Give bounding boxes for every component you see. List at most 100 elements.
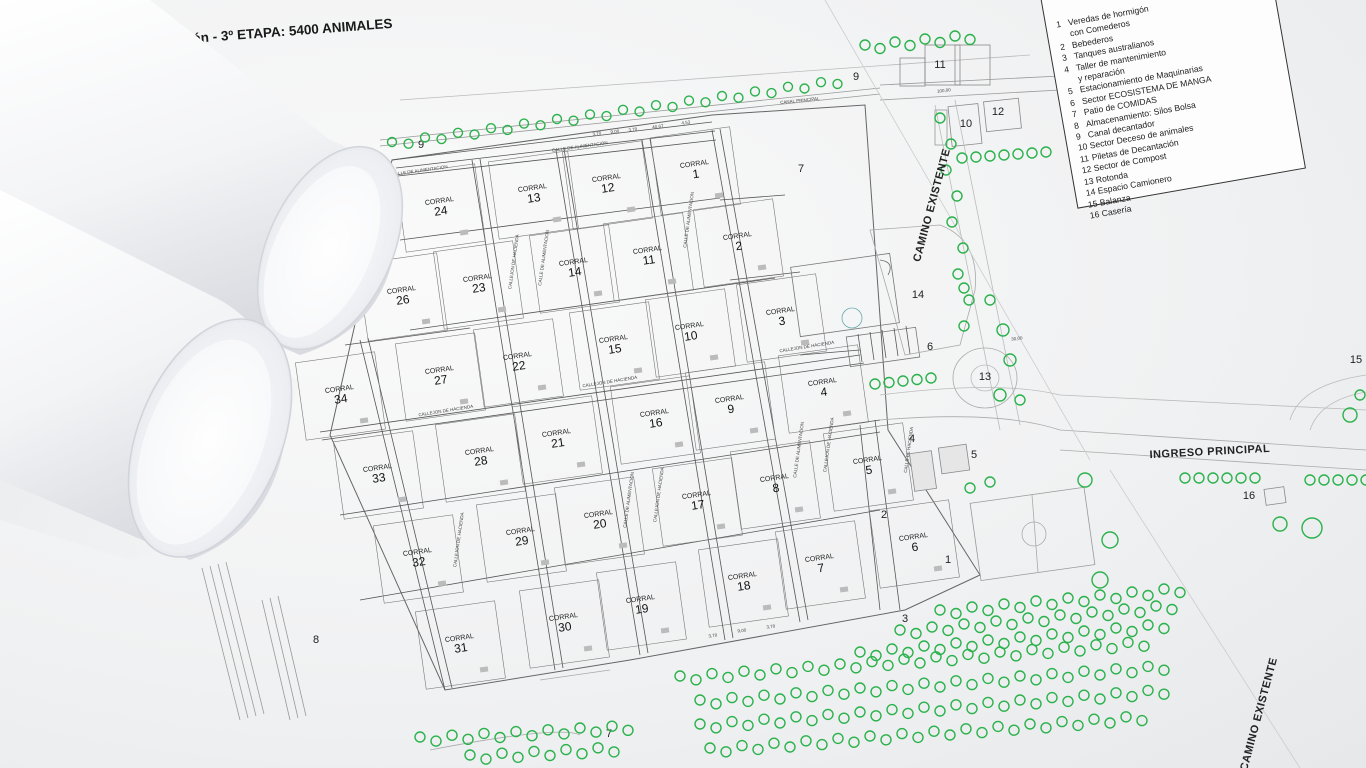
- map-reference-number: 2: [881, 509, 887, 521]
- tree-icon: [894, 624, 906, 636]
- tree-icon: [1346, 474, 1358, 486]
- tree-icon: [768, 737, 780, 749]
- tree-icon: [782, 81, 794, 93]
- tree-icon: [694, 694, 706, 706]
- tree-icon: [1110, 663, 1122, 675]
- tree-icon: [1030, 698, 1042, 710]
- tree-icon: [1158, 622, 1170, 635]
- tree-icon: [870, 649, 882, 662]
- tree-icon: [754, 669, 766, 681]
- corral-number: 19: [634, 601, 649, 617]
- tree-icon: [962, 648, 974, 661]
- tree-icon: [998, 149, 1010, 161]
- tree-icon: [978, 652, 990, 664]
- tree-icon: [526, 730, 538, 742]
- tree-icon: [1006, 618, 1018, 631]
- tree-icon: [1126, 625, 1138, 638]
- tree-icon: [902, 683, 914, 696]
- tree-icon: [622, 724, 634, 736]
- street-label: CALLEJON DE HACIENDA: [822, 417, 835, 472]
- tree-icon: [601, 110, 612, 122]
- tree-icon: [704, 742, 716, 754]
- corral-number: 20: [592, 516, 607, 532]
- tree-icon: [1090, 639, 1102, 651]
- map-reference-number: 10: [960, 118, 972, 130]
- corral-label: CORRAL: [626, 594, 656, 605]
- corral-number: 10: [683, 328, 698, 344]
- corral-number: 21: [550, 435, 565, 451]
- tree-icon: [822, 684, 834, 697]
- tree-icon: [1026, 643, 1038, 656]
- tree-icon: [1003, 353, 1017, 367]
- tree-icon: [926, 621, 938, 633]
- tree-icon: [914, 657, 926, 669]
- tree-icon: [608, 746, 620, 758]
- legend-item-number: [1059, 37, 1071, 39]
- corral-label: CORRAL: [715, 394, 745, 405]
- tree-icon: [904, 39, 916, 52]
- tree-icon: [832, 78, 843, 90]
- tree-icon: [928, 725, 940, 737]
- tree-icon: [478, 727, 490, 740]
- tree-icon: [1158, 688, 1170, 700]
- tree-icon: [1272, 516, 1288, 532]
- tree-icon: [738, 665, 750, 677]
- tree-icon: [1221, 472, 1233, 484]
- tree-icon: [883, 376, 895, 389]
- tree-icon: [430, 735, 442, 747]
- tree-icon: [918, 677, 930, 689]
- tree-icon: [1193, 472, 1205, 484]
- tree-icon: [950, 637, 962, 649]
- corral-number: 6: [911, 540, 920, 555]
- tree-icon: [854, 682, 866, 694]
- map-reference-number: 3: [902, 613, 908, 625]
- tree-icon: [576, 748, 588, 760]
- tree-icon: [870, 686, 882, 698]
- tree-icon: [683, 95, 695, 106]
- tree-icon: [1012, 148, 1024, 160]
- tree-icon: [963, 294, 975, 306]
- corral-number: 22: [511, 358, 526, 374]
- map-reference-number: 13: [979, 371, 991, 383]
- corral-number: 3: [778, 314, 787, 329]
- dimension-label: 3,70: [766, 624, 776, 630]
- tree-icon: [958, 320, 970, 332]
- tree-icon: [419, 132, 431, 143]
- corral-number: 33: [371, 470, 386, 486]
- tree-icon: [918, 701, 930, 713]
- tree-icon: [1088, 713, 1100, 725]
- tree-icon: [1074, 645, 1086, 657]
- dimension-label: 4,53: [681, 120, 691, 126]
- tree-icon: [822, 708, 834, 721]
- tree-icon: [838, 688, 850, 700]
- tree-icon: [650, 99, 662, 111]
- tree-icon: [510, 725, 522, 738]
- tree-icon: [992, 720, 1004, 733]
- tree-icon: [436, 133, 447, 145]
- tree-icon: [1110, 687, 1122, 699]
- tree-icon: [1301, 517, 1323, 539]
- corral-number: 16: [648, 415, 663, 431]
- corral-label: CORRAL: [640, 408, 670, 419]
- tree-icon: [956, 152, 968, 164]
- tree-icon: [716, 90, 728, 102]
- tree-icon: [1142, 619, 1154, 631]
- tree-icon: [1136, 714, 1148, 727]
- dimension-label: 40,67: [652, 123, 664, 129]
- corral-label: CORRAL: [549, 612, 579, 623]
- tree-icon: [496, 747, 508, 759]
- road-label: CAMINO EXISTENTE: [1238, 656, 1280, 768]
- tree-icon: [568, 115, 579, 126]
- street-label: CALLE DE ALIMENTACION: [682, 192, 695, 248]
- tree-icon: [742, 695, 754, 708]
- tree-icon: [1077, 472, 1093, 488]
